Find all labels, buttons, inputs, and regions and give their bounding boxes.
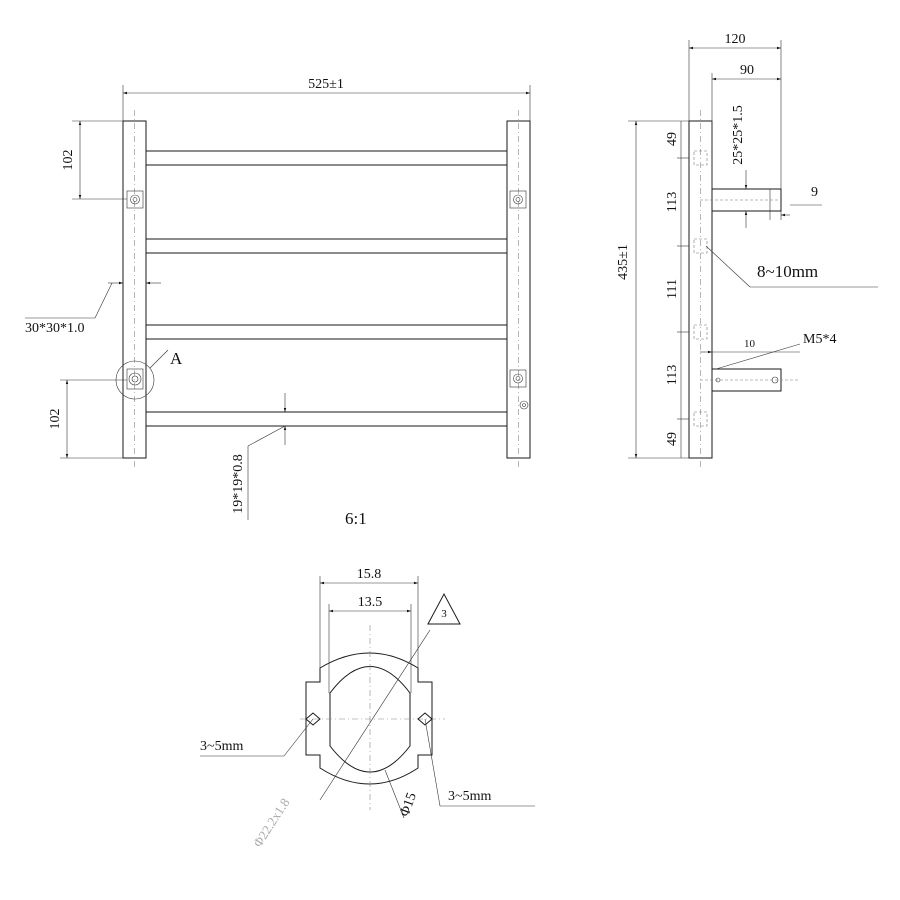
inner-diameter-label: Φ15 [398,791,420,819]
bracket-tube-label: 25*25*1.5 [731,105,746,165]
detail-bracket-outline [305,652,433,785]
height-dim-label: 435±1 [616,244,631,280]
detail-scale-label: 6:1 [345,509,367,528]
bottom-offset-label: 102 [48,409,63,430]
detail-a-label: A [170,349,183,368]
rail-1 [145,150,508,166]
rail-4 [145,411,508,427]
segment-2-label: 113 [665,192,680,212]
rail-3 [145,324,508,340]
inner-width-label: 13.5 [358,595,383,610]
segment-4-label: 113 [665,365,680,385]
upright-tube-label: 30*30*1.0 [25,321,85,336]
width-dim-label: 525±1 [308,77,344,92]
range-note-label: 8~10mm [757,262,818,281]
left-range-label: 3~5mm [200,739,243,754]
rail-2 [145,238,508,254]
rail-tube-label: 19*19*0.8 [231,454,246,514]
gap-dim-label: 9 [811,185,818,200]
segment-1-label: 49 [665,132,680,146]
segment-3-label: 111 [665,279,680,299]
top-offset-label: 102 [61,150,76,171]
segment-5-label: 49 [665,432,680,446]
note-triangle [427,592,461,625]
side-view: 120 90 25*25*1.5 9 435±1 49 113 111 113 … [616,32,878,470]
detail-bore [329,666,411,773]
front-view: 525±1 102 102 30*30*1.0 A 19*19*0.8 [25,77,531,520]
outer-diameter-label: Φ22.2x1.8 [250,795,293,849]
outer-width-label: 15.8 [357,567,382,582]
screw-label: M5*4 [803,332,836,347]
mounting-brackets [115,190,529,410]
detail-view: 6:1 15.8 13.5 3 3~5mm 3~5mm Φ22.2x1. [200,509,535,850]
rails [145,150,508,427]
depth-dim-label: 120 [725,32,746,47]
right-range-label: 3~5mm [448,789,491,804]
note-symbol-label: 3 [441,608,447,620]
depth-inner-dim-label: 90 [740,63,754,78]
screw-offset-label: 10 [744,338,756,350]
